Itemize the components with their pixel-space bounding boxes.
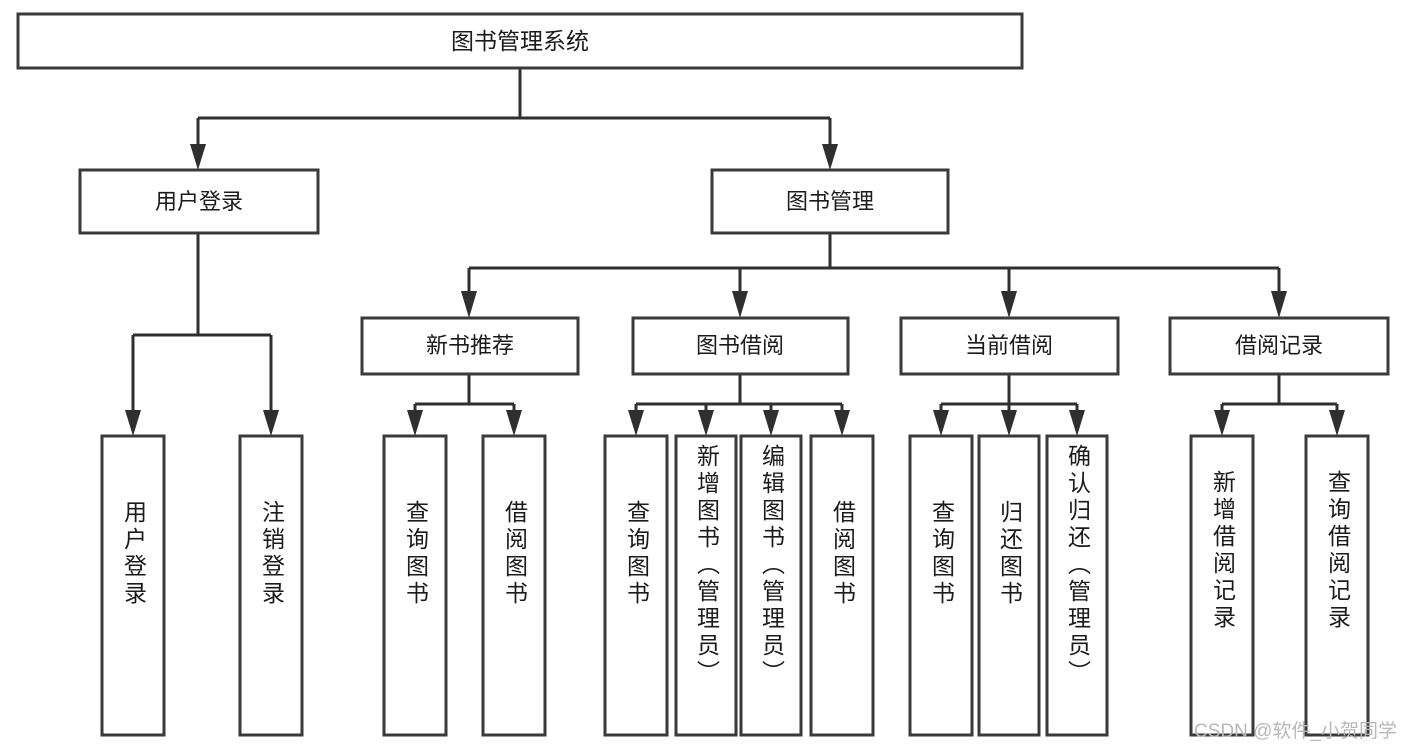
connector-root-to-level2: [190, 68, 838, 170]
leaf-box-book-borrow-2[interactable]: [674, 434, 738, 737]
connector-new-book-to-leaves: [407, 374, 522, 436]
node-user-login[interactable]: 用户登录: [78, 168, 320, 235]
leaf-box-book-borrow-3[interactable]: [739, 434, 803, 737]
node-borrow-record-label: 借阅记录: [1235, 333, 1323, 358]
leaf-box-current-borrow-3[interactable]: [1045, 434, 1109, 737]
node-current-borrow-label: 当前借阅: [965, 333, 1053, 358]
node-root[interactable]: 图书管理系统: [16, 12, 1024, 70]
leaf-box-user-login-2[interactable]: [238, 434, 304, 737]
leaf-box-current-borrow-1[interactable]: [908, 434, 974, 737]
leaf-box-user-login-1[interactable]: [100, 434, 166, 737]
connector-book-borrow-to-leaves: [628, 374, 850, 436]
connector-user-login-to-leaves: [125, 233, 279, 436]
leaf-box-current-borrow-2[interactable]: [977, 434, 1041, 737]
node-book-manage-label: 图书管理: [786, 189, 874, 214]
node-book-borrow[interactable]: 图书借阅: [631, 316, 850, 376]
connector-current-borrow-to-leaves: [933, 374, 1085, 436]
node-root-label: 图书管理系统: [451, 28, 589, 54]
leaf-box-new-book-2[interactable]: [481, 434, 547, 737]
leaf-box-borrow-record-2[interactable]: [1304, 434, 1370, 737]
leaf-box-borrow-record-1[interactable]: [1189, 434, 1255, 737]
node-new-book-recommend-label: 新书推荐: [426, 333, 514, 358]
node-user-login-label: 用户登录: [155, 189, 243, 214]
node-borrow-record[interactable]: 借阅记录: [1168, 316, 1390, 376]
node-book-manage[interactable]: 图书管理: [710, 168, 950, 235]
connector-book-manage-to-level3: [461, 233, 1287, 318]
leaf-box-book-borrow-1[interactable]: [603, 434, 669, 737]
connector-borrow-record-to-leaves: [1214, 374, 1345, 436]
node-new-book-recommend[interactable]: 新书推荐: [360, 316, 580, 376]
leaf-box-new-book-1[interactable]: [382, 434, 448, 737]
node-current-borrow[interactable]: 当前借阅: [899, 316, 1120, 376]
node-book-borrow-label: 图书借阅: [696, 333, 784, 358]
leaf-box-book-borrow-4[interactable]: [809, 434, 875, 737]
